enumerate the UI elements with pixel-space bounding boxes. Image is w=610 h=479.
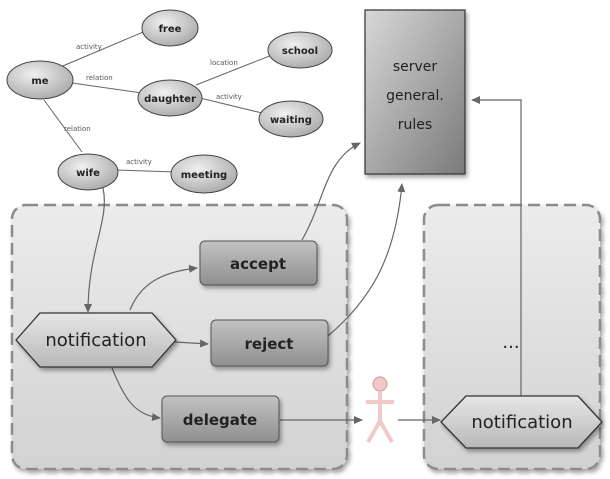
node-label-school: school [282,46,318,57]
notification-hexagon-right[interactable]: notification [440,395,603,449]
delegate-button[interactable]: delegate [161,395,280,443]
node-label-waiting: waiting [270,115,312,126]
arrow-notification-to-server [471,96,522,398]
graph-node-free: free [141,9,199,47]
edge-label-me-daughter: relation [86,74,113,82]
notification-right-label: notification [471,412,572,433]
arrow-notification-to-accept [129,264,198,311]
edge-label-daughter-waiting: activity [216,93,242,101]
edge-me-daughter [71,82,143,94]
graph-node-meeting: meeting [170,154,238,194]
graph-node-me: me [6,60,74,100]
edge-daughter-waiting [199,97,263,114]
edge-label-daughter-school: location [210,59,238,67]
graph-node-daughter: daughter [137,79,203,117]
edge-label-me-free: activity [76,43,102,51]
arrow-accept-to-server [301,142,361,241]
ellipsis-label: ... [502,332,519,353]
connectors [84,96,522,424]
arrow-notification-to-reject [174,339,209,348]
accept-label: accept [230,255,286,273]
graph-node-wife: wife [57,153,119,191]
accept-button[interactable]: accept [199,240,318,286]
reject-button[interactable]: reject [210,319,329,367]
person-icon [366,376,394,443]
graph-node-school: school [267,31,333,69]
graph-node-waiting: waiting [258,100,324,138]
edge-label-wife-meeting: activity [126,158,152,166]
server-label-line2: general. [386,88,444,104]
arrow-wife-to-notification [84,187,105,313]
edge-me-wife [43,99,83,153]
server-label-line3: rules [398,117,432,133]
notification-label: notification [45,330,146,351]
graph-edges [43,29,273,173]
server-box: server general. rules [364,9,466,175]
arrow-notification-to-delegate [111,367,161,422]
reject-label: reject [245,335,294,353]
node-label-daughter: daughter [144,94,196,105]
edge-label-me-wife: relation [64,125,91,133]
delegate-label: delegate [183,411,257,429]
edge-wife-meeting [115,169,177,173]
notification-hexagon[interactable]: notification [15,312,177,368]
edge-me-free [57,29,149,69]
node-label-me: me [31,76,48,87]
server-label-line1: server [393,59,438,75]
node-label-free: free [159,24,182,35]
edge-daughter-school [195,54,273,86]
arrow-reject-to-server [327,183,406,337]
node-label-wife: wife [76,168,100,179]
node-label-meeting: meeting [181,170,227,181]
